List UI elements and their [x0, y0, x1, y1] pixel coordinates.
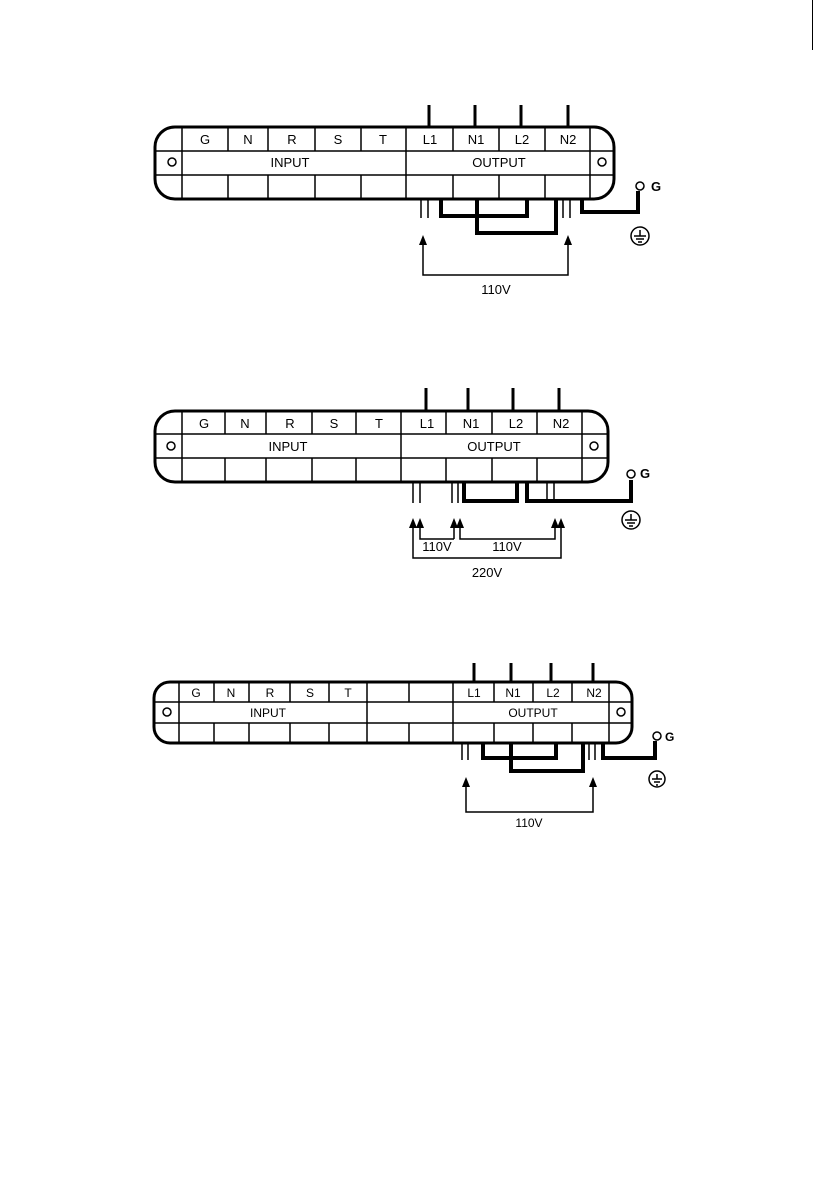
input-label: INPUT — [269, 439, 308, 454]
input-label: INPUT — [250, 706, 287, 720]
terminal-label-s: S — [306, 686, 314, 700]
voltage-bracket — [423, 243, 568, 275]
ground-label: G — [640, 466, 650, 481]
terminal-label-n2: N2 — [560, 132, 577, 147]
voltage-bracket — [466, 785, 593, 812]
terminal-label-r: R — [285, 416, 294, 431]
ground-label: G — [651, 179, 661, 194]
terminal-label-s: S — [330, 416, 339, 431]
terminal-label-l1: L1 — [423, 132, 437, 147]
crop-mark — [812, 0, 813, 50]
terminal-label-n1: N1 — [505, 686, 521, 700]
voltage-bracket-110v-left — [420, 526, 454, 539]
terminal-label-s: S — [334, 132, 343, 147]
jumper-n1-l2 — [464, 482, 517, 501]
terminal-label-n1: N1 — [468, 132, 485, 147]
wiring-diagram-110v-b: G N R S T L1 N1 L2 N2 INPUT OUTPUT 110V … — [0, 655, 822, 830]
voltage-label-left: 110V — [422, 539, 452, 554]
mounting-hole-right — [598, 158, 606, 166]
wiring-diagram-110v-a: G N R S T L1 N1 L2 N2 INPUT OUTPUT 110V … — [0, 90, 822, 300]
terminal-label-l1: L1 — [467, 686, 481, 700]
terminal-label-n2: N2 — [553, 416, 570, 431]
terminal-label-r: R — [266, 686, 275, 700]
terminal-label-n: N — [227, 686, 236, 700]
ground-label: G — [665, 730, 674, 744]
terminal-label-n1: N1 — [463, 416, 480, 431]
voltage-label: 110V — [515, 816, 542, 830]
output-label: OUTPUT — [472, 155, 526, 170]
mounting-hole-left — [168, 158, 176, 166]
jumper-l1-l2 — [483, 743, 556, 758]
terminal-label-t: T — [344, 686, 352, 700]
terminal-label-l2: L2 — [515, 132, 529, 147]
voltage-bracket-110v-right — [460, 526, 555, 539]
output-label: OUTPUT — [508, 706, 558, 720]
terminal-label-n: N — [243, 132, 252, 147]
terminal-label-t: T — [379, 132, 387, 147]
terminal-label-g: G — [200, 132, 210, 147]
terminal-label-g: G — [191, 686, 200, 700]
terminal-label-n: N — [240, 416, 249, 431]
terminal-label-n2: N2 — [586, 686, 602, 700]
terminal-label-g: G — [199, 416, 209, 431]
terminal-label-r: R — [287, 132, 296, 147]
output-label: OUTPUT — [467, 439, 521, 454]
terminal-label-l2: L2 — [509, 416, 523, 431]
voltage-label-total: 220V — [472, 565, 503, 580]
terminal-label-l2: L2 — [546, 686, 560, 700]
terminal-label-t: T — [375, 416, 383, 431]
input-label: INPUT — [271, 155, 310, 170]
jumper-l1-l2 — [441, 199, 527, 216]
terminal-label-l1: L1 — [420, 416, 434, 431]
voltage-label: 110V — [481, 282, 511, 297]
voltage-label-right: 110V — [492, 539, 522, 554]
wiring-diagram-220v: G N R S T L1 N1 L2 N2 INPUT OUTPUT 110V … — [0, 375, 822, 590]
